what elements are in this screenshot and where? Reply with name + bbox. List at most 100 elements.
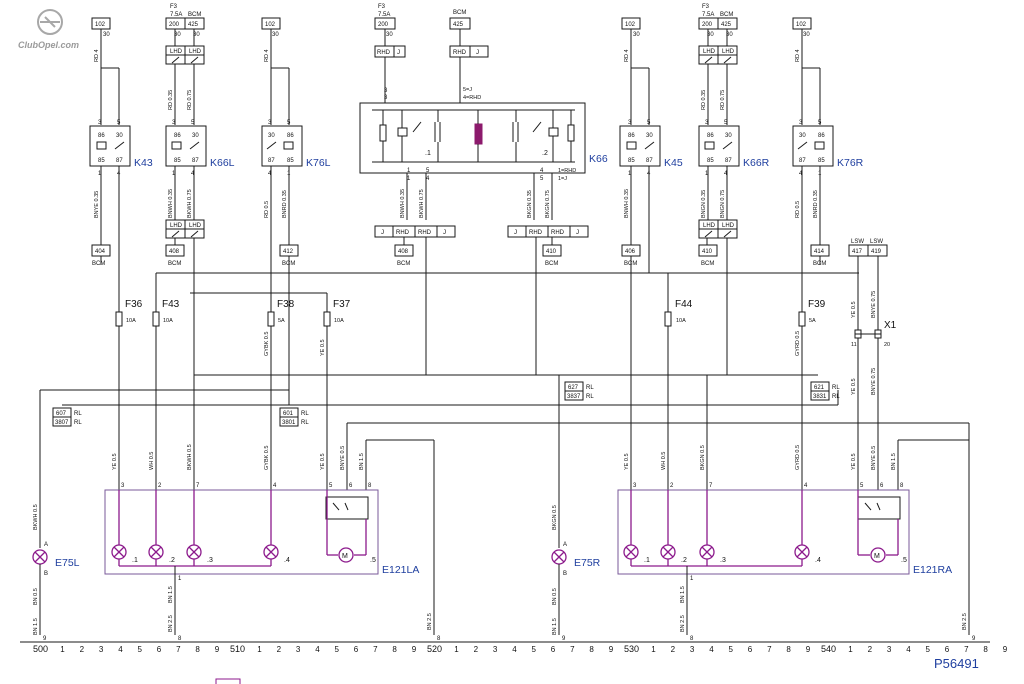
pin-number: 4 [804,483,808,489]
pin-number: 5 [818,120,822,126]
supply-wire: 30 [386,32,393,38]
watermark-text: ClubOpel.com [18,40,79,50]
wire-label: GYBK 0.5 [264,332,270,356]
wire-label: RD 0.5 [264,201,270,218]
lsw-block: LSW LSW 417 419 YE 0.5 BNYE 0.75 [848,239,888,330]
relay-label: K76L [306,157,331,169]
pin-number: 86 [287,133,294,139]
contact-label: .1 [425,150,431,157]
bus-minor-label: 3 [99,645,104,654]
bus-minor-label: 4 [315,645,320,654]
j-tag: J [476,50,479,56]
fuse-rating: 7.5A [702,12,714,18]
wire-label: RD 0.5 [795,201,801,218]
ref-blocks: 607 3807 RL RL 601 3801 RL RL 627 3837 R… [52,381,840,427]
side-lamp-e75r: A B E75R BN 0.5 [551,542,601,635]
pin-number: 87 [646,158,653,164]
rhd-tag: RHD [377,50,391,56]
bus-minor-label: 8 [786,645,791,654]
bus-minor-label: 7 [570,645,575,654]
module-ref: BCM [188,12,201,18]
fuse-rating: 10A [676,318,686,324]
pin-number: 4 [273,483,277,489]
pin-number: 11 [851,342,857,348]
module-ref: BCM [453,10,466,16]
supply-block-k66-bcm: BCM 425 [449,10,471,30]
wire-label: BNYE 0.35 [94,191,100,218]
supply-wire: 30 [174,32,181,38]
module-ref: BCM [720,12,733,18]
module-feed-wires [39,256,970,635]
side-lamp-e75l: A B E75L BN 0.5 [32,542,80,635]
fuse-label: F37 [333,299,351,310]
pin-number: 1 [98,171,102,177]
wire-label: BNYE 0.75 [871,291,877,318]
fuse-rating: 10A [163,318,173,324]
supply-number: 102 [796,22,807,28]
lhd-tag: LHD [703,223,716,229]
side-lamp-label: E75L [55,557,80,569]
bus-major-label: 530 [624,644,639,654]
circuit-number: 200 [702,22,713,28]
ref-tag: RL [301,420,309,426]
lhd-tag: LHD [170,223,183,229]
pin-number: 5 [540,176,544,182]
mid-wire-labels: BNYE 0.35 BNWH 0.35 BKWH 0.75 RD 0.5 BNR… [94,189,819,218]
ref-number: 601 [283,411,294,417]
lamp-icon [32,549,48,565]
wire-label: YE 0.5 [851,453,857,470]
pin-number: 5 [191,120,195,126]
wire-label: RD 0.35 [701,90,707,110]
lhd-connector-bottom-right: LHD LHD [698,219,738,239]
wire-label: BN 1.5 [552,618,558,635]
lhd-connector-top-right: LHD LHD [698,45,738,65]
bus-minor-label: 1 [454,645,459,654]
pin-number: 87 [192,158,199,164]
pin-number: 5 [117,120,121,126]
wire-label: RD 4 [94,49,100,62]
fuse-rating: 10A [334,318,344,324]
circuit-number: 406 [625,249,636,255]
wire-label: BN 1.5 [680,586,686,603]
supply-block-k66l: F3 7.5A BCM 200 425 30 30 [165,4,205,38]
supply-number: 102 [625,22,636,28]
circuit-number: 404 [95,249,106,255]
j-tag: J [397,50,400,56]
lamp-icon [148,544,164,560]
relay-label: K66R [743,157,770,169]
bus-major-label: 520 [427,644,442,654]
pin-number: B [44,571,48,577]
lhd-tag: LHD [722,49,735,55]
wire-label: RD 4 [264,49,270,62]
j-tag: J [576,230,579,236]
lamp-label: .3 [207,557,213,564]
wire-label: BN 1.5 [359,453,365,470]
pin-number: 5 [287,120,291,126]
pin-number: 1 [690,576,694,582]
relay-label: K66L [210,157,235,169]
bus-minor-label: 1 [257,645,262,654]
wire-label: BKWH 0.5 [187,444,193,470]
bus-minor-label: 9 [1003,645,1008,654]
module-ref: BCM [397,261,410,267]
fuse-label: F38 [277,299,295,310]
bus-minor-label: 6 [157,645,162,654]
pin-number: 1 [178,576,182,582]
lamp-icon [111,544,127,560]
pin-number: 1 [172,171,176,177]
relay-k43: 3 5 86 30 85 87 1 4 K43 [89,120,153,177]
bus-minor-label: 7 [964,645,969,654]
supply-wire: 30 [633,32,640,38]
bus-minor-label: 1 [651,645,656,654]
relay-k66l: 3 5 86 30 85 87 1 4 K66L [165,120,235,177]
wire-label: GYBK 0.5 [264,446,270,470]
pin-number: 9 [43,636,47,642]
fuse-f44: F44 10A [664,299,693,327]
bus-minor-label: 3 [493,645,498,654]
bus-minor-label: 6 [945,645,950,654]
lhd-tag: LHD [189,49,202,55]
wire-label: YE 0.5 [624,453,630,470]
module-e121la: 3 2 7 4 5 6 8 .1 .2 .3 .4 .5 [104,483,419,576]
wire-label: BNYE 0.75 [871,368,877,395]
